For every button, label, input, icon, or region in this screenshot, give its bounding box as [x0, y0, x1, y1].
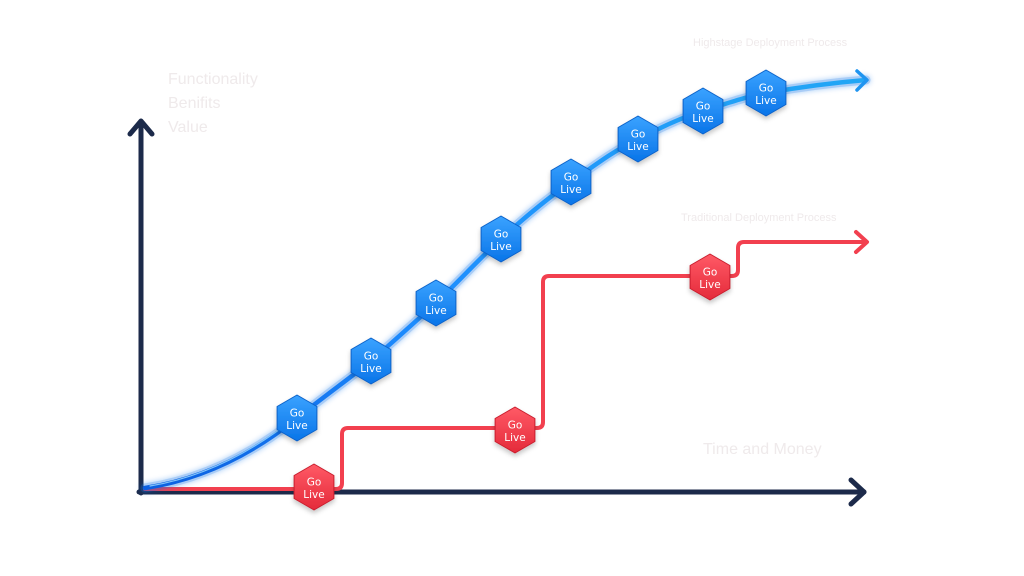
milestone-label-go: Go [364, 351, 379, 363]
milestone-label-live: Live [692, 113, 713, 125]
x-axis-label: Time and Money [703, 441, 822, 458]
milestone-label-go: Go [564, 172, 579, 184]
highstage-milestones: GoLiveGoLiveGoLiveGoLiveGoLiveGoLiveGoLi… [276, 69, 787, 442]
milestone-label-go: Go [307, 477, 322, 489]
hexagon-icon [415, 279, 457, 327]
y-axis-label-benifits: Benifits [168, 95, 221, 112]
milestone-label-go: Go [429, 293, 444, 305]
milestone-label-live: Live [755, 95, 776, 107]
highstage-arrow-icon [855, 69, 869, 92]
milestone-label-go: Go [759, 83, 774, 95]
hexagon-icon [480, 215, 522, 263]
highstage-highlight [149, 415, 298, 487]
milestone-label-go: Go [508, 420, 523, 432]
milestone-label-go: Go [696, 101, 711, 113]
milestone-label-live: Live [627, 141, 648, 153]
milestone-label-go: Go [290, 408, 305, 420]
hexagon-icon [350, 337, 392, 385]
milestone-label-live: Live [699, 279, 720, 291]
milestone-label-go: Go [631, 129, 646, 141]
milestone-label-live: Live [560, 184, 581, 196]
milestone-label-live: Live [303, 489, 324, 501]
milestone-label-live: Live [490, 241, 511, 253]
y-axis-label-functionality: Functionality [168, 71, 258, 88]
traditional-arrow-icon [854, 230, 869, 254]
highstage-series-label: Highstage Deployment Process [693, 37, 848, 49]
hexagon-icon [494, 406, 536, 454]
axes [127, 118, 867, 507]
traditional-line [143, 240, 868, 491]
milestone-label-live: Live [425, 305, 446, 317]
x-axis-arrow-icon [848, 477, 867, 507]
hexagon-icon [689, 253, 731, 301]
hexagon-icon [293, 463, 335, 511]
milestone-label-go: Go [703, 267, 718, 279]
milestone-label-live: Live [504, 432, 525, 444]
y-axis-arrow-icon [127, 118, 155, 137]
milestone-label-live: Live [360, 363, 381, 375]
milestone-label-live: Live [286, 420, 307, 432]
traditional-series-label: Traditional Deployment Process [681, 212, 837, 224]
hexagon-icon [617, 115, 659, 163]
hexagon-icon [550, 158, 592, 206]
milestone-label-go: Go [494, 229, 509, 241]
traditional-path [143, 230, 869, 491]
y-axis-label-value: Value [168, 119, 208, 136]
hexagon-icon [745, 69, 787, 117]
hexagon-icon [276, 394, 318, 442]
hexagon-icon [682, 87, 724, 135]
